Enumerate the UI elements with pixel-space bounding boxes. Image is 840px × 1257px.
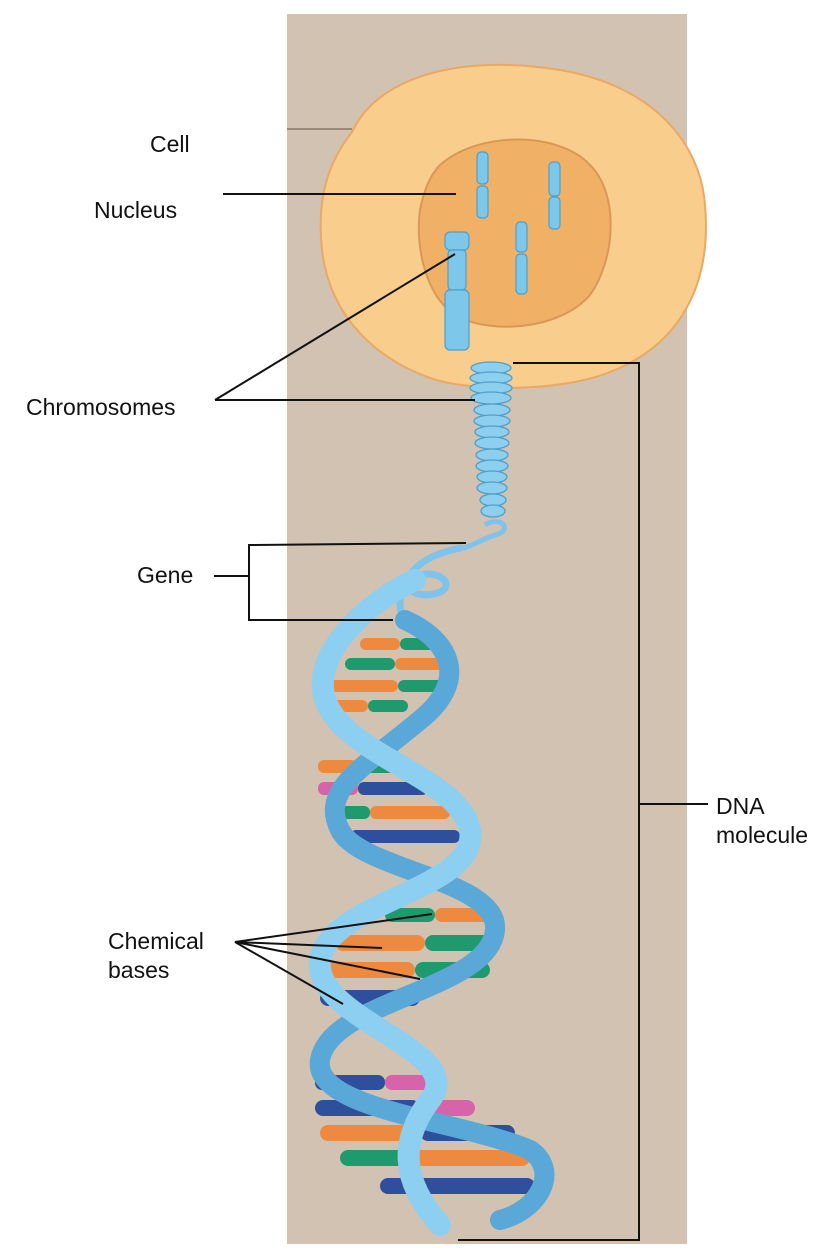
coiled-chromatin <box>459 361 513 551</box>
chromosomes-label: Chromosomes <box>26 394 176 420</box>
chemical-bases-leader-3 <box>234 941 421 980</box>
nucleus <box>417 138 612 328</box>
gene-label: Gene <box>137 562 194 588</box>
cell-label: Cell <box>150 131 190 157</box>
chemical-bases-leader-4 <box>234 941 344 1005</box>
dna-molecule-bracket <box>458 362 640 1241</box>
dna-molecule-label: DNA molecule <box>716 792 808 850</box>
dna-molecule-label-line1: DNA <box>716 793 765 819</box>
chromosomes-leader-line-1 <box>214 253 456 401</box>
helix-strand-back <box>309 610 555 1230</box>
chemical-bases-label-line1: Chemical <box>108 928 204 954</box>
chemical-bases-label-line2: bases <box>108 957 170 983</box>
chromosomes-in-nucleus <box>444 151 561 351</box>
chemical-bases-label: Chemical bases <box>108 927 204 985</box>
nucleus-label: Nucleus <box>94 197 178 223</box>
leader-lines <box>214 128 708 1241</box>
chemical-bases-leader-2 <box>234 941 383 949</box>
helix-strand-front <box>308 569 482 1236</box>
dna-molecule-label-line2: molecule <box>716 822 809 848</box>
gene-bracket <box>248 542 467 621</box>
chemical-bases-leader-1 <box>234 913 433 943</box>
